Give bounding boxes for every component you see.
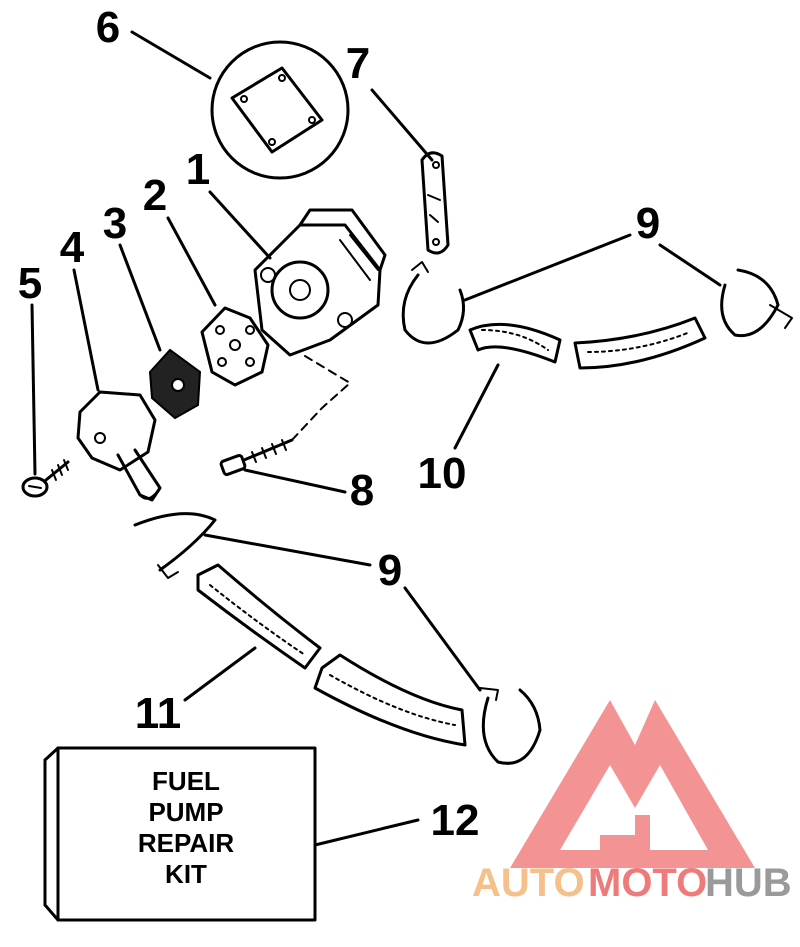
label-1: 1 [186, 145, 210, 194]
leader-5 [30, 303, 37, 476]
part-9-upper-clamps [401, 261, 793, 345]
watermark-hub: HUB [705, 861, 792, 905]
leader-10 [453, 363, 500, 450]
label-10: 10 [418, 449, 467, 498]
kit-text-kit: KIT [165, 859, 207, 889]
label-9-upper: 9 [636, 199, 660, 248]
part-9-lower-clamps [133, 512, 542, 765]
part-number-labels: 6 7 1 2 3 4 5 9 10 8 9 11 12 [18, 3, 660, 845]
leader-9-lower-a [203, 533, 372, 567]
label-3: 3 [103, 199, 127, 248]
label-5: 5 [18, 259, 42, 308]
label-12: 12 [431, 796, 480, 845]
label-7: 7 [346, 39, 370, 88]
part-7-valve-plate [420, 151, 450, 255]
watermark-logo [510, 700, 755, 868]
kit-text-pump: PUMP [148, 797, 223, 827]
part-5-screw [21, 459, 70, 498]
leader-9-lower-b [403, 586, 482, 692]
watermark-text: AUTO MOTO HUB [472, 861, 792, 905]
part-2-diaphragm [200, 306, 270, 387]
watermark-moto: MOTO [588, 861, 707, 905]
kit-text-fuel: FUEL [152, 766, 220, 796]
leader-11 [183, 646, 257, 702]
part-6-diaphragm-gasket [210, 40, 350, 180]
part-4-pump-cover [76, 390, 162, 502]
label-11: 11 [135, 689, 182, 738]
part-11-lower-hose [196, 563, 467, 747]
label-6: 6 [96, 3, 120, 52]
label-9-lower: 9 [378, 546, 402, 595]
leader-9-upper-b [658, 243, 722, 287]
leader-1 [208, 190, 272, 260]
leader-lines [30, 30, 722, 847]
leader-4 [72, 268, 100, 392]
leader-9-upper-a [463, 233, 632, 302]
part-12-repair-kit-box: FUEL PUMP REPAIR KIT [43, 746, 317, 922]
leader-12 [313, 818, 420, 847]
leader-3 [118, 243, 162, 352]
part-10-upper-hose [468, 316, 707, 370]
kit-text-repair: REPAIR [138, 828, 235, 858]
leader-8 [243, 468, 347, 494]
label-8: 8 [350, 466, 374, 515]
watermark-auto: AUTO [472, 861, 585, 905]
label-4: 4 [60, 223, 85, 272]
part-3-gasket [148, 348, 202, 420]
leader-7 [370, 88, 434, 162]
part-1-pump-body [253, 208, 387, 357]
part-8-screw [219, 355, 351, 476]
leader-6 [130, 30, 212, 80]
leader-2 [166, 216, 217, 307]
label-2: 2 [143, 171, 167, 220]
